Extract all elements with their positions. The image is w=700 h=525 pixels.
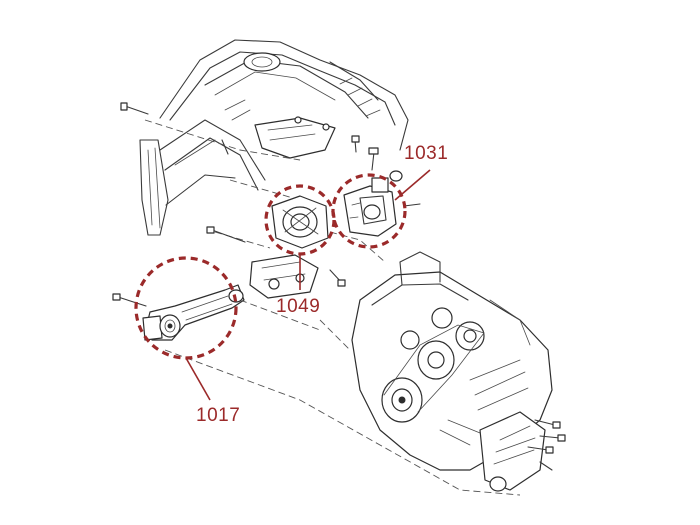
body-structure bbox=[120, 39, 409, 236]
engine-assembly bbox=[351, 251, 566, 492]
callout-leaders bbox=[185, 169, 431, 401]
callout-label-1049: 1049 bbox=[276, 296, 321, 317]
mount-1017 bbox=[112, 284, 245, 341]
assembly-lines bbox=[144, 119, 521, 496]
mount-1049 bbox=[206, 195, 346, 299]
callout-label-1031: 1031 bbox=[404, 143, 449, 164]
callout-circle-1031 bbox=[331, 173, 407, 249]
leader-1017 bbox=[185, 357, 211, 401]
callout-label-1017: 1017 bbox=[196, 405, 241, 426]
mount-1031 bbox=[343, 177, 421, 237]
leader-1031 bbox=[394, 169, 431, 201]
